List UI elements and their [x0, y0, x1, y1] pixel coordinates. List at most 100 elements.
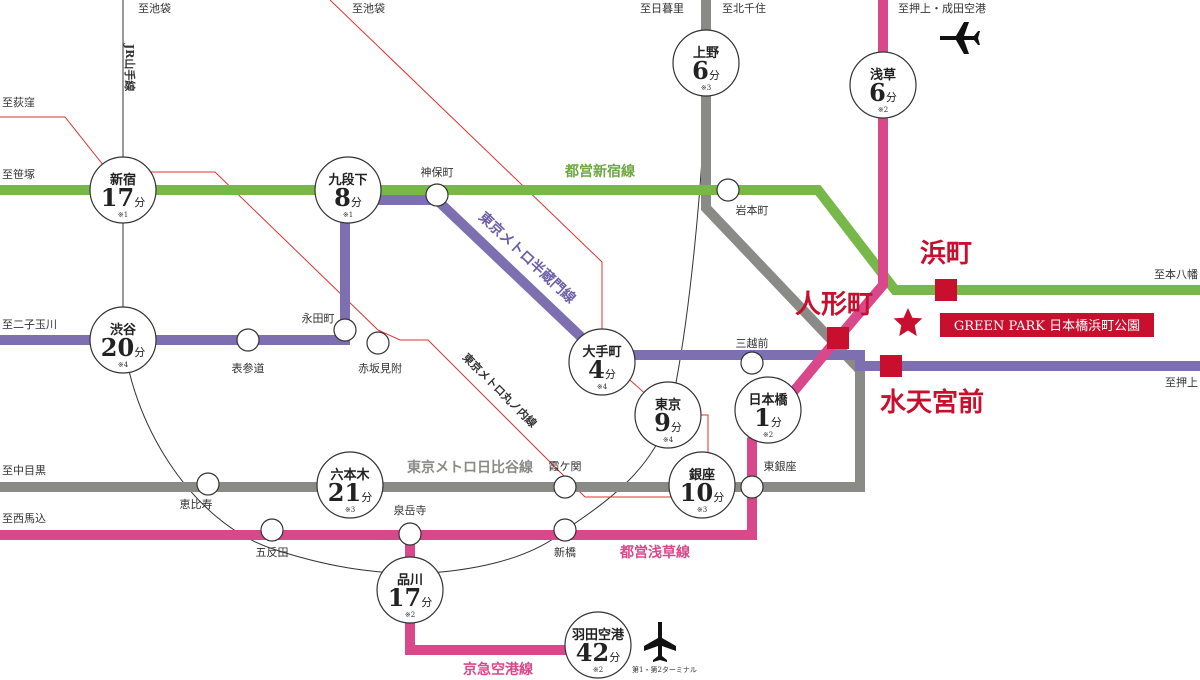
label-mitsukoshimae: 三越前: [736, 336, 769, 350]
svg-text:※2: ※2: [405, 611, 415, 619]
station-suitengumae-marker[interactable]: [880, 355, 902, 377]
svg-text:※2: ※2: [878, 106, 888, 114]
station-ginza[interactable]: 銀座 10分 ※3: [668, 451, 736, 519]
label-jr-yamanote: JR山手線: [123, 43, 137, 91]
svg-text:大手町: 大手町: [582, 344, 621, 360]
svg-text:六本木: 六本木: [330, 467, 370, 483]
station-gotanda[interactable]: [260, 518, 284, 542]
label-keikyu-airport: 京急空港線: [463, 661, 533, 678]
svg-text:新宿: 新宿: [110, 172, 136, 188]
toei-shinjuku-line: [0, 185, 1200, 295]
station-ningyocho-marker[interactable]: [827, 327, 849, 349]
dir-motoyawata: 至本八幡: [1154, 267, 1198, 281]
station-hamacho-marker[interactable]: [935, 279, 957, 301]
svg-text:GREEN PARK 日本橋浜町公園: GREEN PARK 日本橋浜町公園: [954, 319, 1140, 334]
label-hamacho: 浜町: [920, 239, 972, 269]
station-ebisu[interactable]: [196, 472, 220, 496]
station-asakusa[interactable]: 浅草 6分 ※2: [849, 51, 917, 119]
dir-kitasenju: 至北千住: [722, 1, 766, 15]
dir-oshiage: 至押上: [1165, 375, 1198, 389]
airplane-icon: [940, 22, 980, 54]
svg-text:品川: 品川: [397, 573, 423, 588]
station-iwamotocho[interactable]: [716, 178, 740, 202]
svg-text:※3: ※3: [345, 506, 355, 514]
station-tokyo[interactable]: 東京 9分 ※4: [634, 381, 702, 449]
station-omotesando[interactable]: [236, 328, 260, 352]
svg-text:※1: ※1: [343, 211, 353, 219]
svg-text:上野: 上野: [693, 46, 719, 61]
label-ebisu: 恵比寿: [180, 497, 213, 511]
svg-text:1分: 1分: [754, 403, 782, 432]
label-omotesando: 表参道: [232, 361, 265, 375]
station-shibuya[interactable]: 渋谷 20分 ※4: [89, 306, 157, 374]
station-otemachi[interactable]: 大手町 4分 ※4: [568, 328, 636, 396]
svg-text:羽田空港: 羽田空港: [572, 627, 625, 643]
label-toei-asakusa: 都営浅草線: [619, 544, 690, 561]
station-akasakamitsuke[interactable]: [366, 331, 390, 355]
svg-text:8分: 8分: [334, 183, 362, 212]
station-haneda[interactable]: 羽田空港 42分 ※2: [564, 611, 632, 679]
svg-text:21分: 21分: [328, 478, 372, 507]
station-nihombashi[interactable]: 日本橋 1分 ※2: [734, 376, 802, 444]
hanzomon-line: [0, 195, 1200, 371]
property-label[interactable]: GREEN PARK 日本橋浜町公園: [940, 313, 1154, 337]
svg-text:20分: 20分: [101, 333, 145, 362]
star-icon: [893, 308, 923, 337]
station-kasumigaseki[interactable]: [553, 475, 577, 499]
station-shimbashi[interactable]: [553, 518, 577, 542]
haneda-terminal-label: 第1・第2ターミナル: [632, 665, 697, 674]
station-jimbocho[interactable]: [425, 183, 449, 207]
svg-text:42分: 42分: [576, 638, 620, 667]
svg-text:日本橋: 日本橋: [748, 392, 788, 408]
station-ueno[interactable]: 上野 6分 ※3: [672, 29, 740, 97]
label-marunouchi: 東京メトロ丸ノ内線: [460, 350, 540, 430]
station-nagatacho[interactable]: [333, 318, 357, 342]
label-shimbashi: 新橋: [554, 545, 576, 559]
label-iwamotocho: 岩本町: [736, 203, 769, 217]
station-roppongi[interactable]: 六本木 21分 ※3: [316, 451, 384, 519]
label-hibiya: 東京メトロ日比谷線: [407, 459, 533, 476]
svg-text:9分: 9分: [654, 408, 682, 437]
label-higashiginza: 東銀座: [764, 459, 797, 473]
station-shinagawa[interactable]: 品川 17分 ※2: [376, 556, 444, 624]
svg-text:渋谷: 渋谷: [110, 322, 137, 338]
dir-ikebukuro-1: 至池袋: [138, 1, 171, 15]
label-nagatacho: 永田町: [302, 311, 335, 325]
dir-nakameguro: 至中目黒: [2, 464, 46, 477]
station-sengakuji[interactable]: [398, 522, 422, 546]
label-sengakuji: 泉岳寺: [394, 503, 427, 517]
dir-ogikubo: 至荻窪: [2, 95, 35, 109]
label-kasumigaseki: 霞ケ関: [549, 460, 582, 473]
svg-text:浅草: 浅草: [870, 67, 896, 83]
direction-labels: 至池袋 至池袋 至荻窪 至笹塚 至二子玉川 至中目黒 至西馬込 至日暮里 至北千…: [2, 1, 1198, 525]
svg-text:九段下: 九段下: [327, 172, 367, 188]
marunouchi-line: [0, 0, 709, 498]
dir-oshiage-narita: 至押上・成田空港: [898, 1, 986, 15]
svg-text:10分: 10分: [680, 478, 724, 507]
label-jimbocho: 神保町: [421, 165, 454, 179]
svg-text:※1: ※1: [118, 211, 128, 219]
highlight-stations: 浜町 人形町 水天宮前: [795, 239, 984, 418]
label-ningyocho: 人形町: [795, 290, 873, 320]
svg-text:17分: 17分: [101, 183, 145, 212]
major-stations: 新宿 17分 ※1 九段下 8分 ※1 上野 6分 ※3 浅草 6分 ※2 渋谷…: [89, 29, 917, 679]
svg-text:銀座: 銀座: [689, 467, 715, 483]
dir-futakotamagawa: 至二子玉川: [2, 318, 57, 331]
svg-text:※2: ※2: [763, 431, 773, 439]
station-mitsukoshimae[interactable]: [740, 351, 764, 375]
svg-text:4分: 4分: [588, 355, 616, 384]
dir-nishimagome: 至西馬込: [2, 512, 46, 525]
svg-text:6分: 6分: [692, 56, 720, 85]
dir-nippori: 至日暮里: [640, 1, 684, 15]
dir-sasazuka: 至笹塚: [2, 168, 35, 181]
svg-text:※2: ※2: [593, 666, 603, 674]
station-kudanshita[interactable]: 九段下 8分 ※1: [314, 156, 382, 224]
svg-text:※4: ※4: [597, 383, 608, 391]
svg-text:※4: ※4: [663, 436, 674, 444]
station-higashiginza[interactable]: [740, 475, 764, 499]
station-shinjuku[interactable]: 新宿 17分 ※1: [89, 156, 157, 224]
label-toei-shinjuku: 都営新宿線: [564, 163, 635, 180]
label-akasakamitsuke: 赤坂見附: [358, 361, 402, 375]
svg-text:※4: ※4: [118, 361, 129, 369]
